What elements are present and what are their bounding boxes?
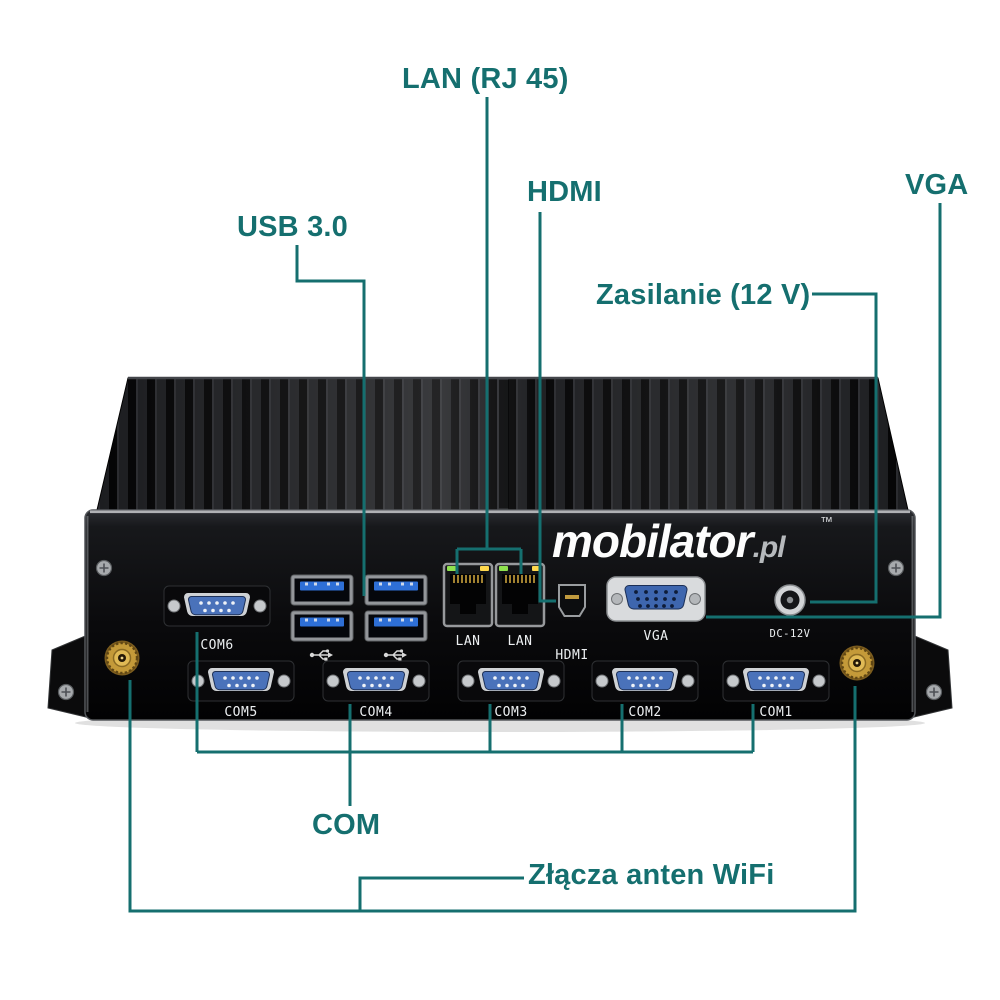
callout-label-usb: USB 3.0 <box>237 211 348 243</box>
com1-port <box>722 660 830 702</box>
port-label-com3: COM3 <box>494 705 527 720</box>
hdmi-port <box>558 584 586 617</box>
com3-port <box>457 660 565 702</box>
port-label-com1: COM1 <box>759 705 792 720</box>
brand-name: mobilator <box>552 515 756 567</box>
mounting-ears <box>47 633 953 719</box>
svg-text:mobilator.pl: mobilator.pl <box>552 515 786 567</box>
panel-screw <box>95 559 113 577</box>
callout-label-hdmi: HDMI <box>527 176 602 208</box>
callout-line-lan <box>455 97 523 574</box>
callout-label-lan: LAN (RJ 45) <box>402 63 569 95</box>
port-label-hdmi: HDMI <box>555 648 588 663</box>
port-label-lan-right: LAN <box>508 634 533 649</box>
callout-line-com <box>195 632 755 806</box>
callout-label-wifi: Złącza anten WiFi <box>528 859 775 891</box>
port-label-com4: COM4 <box>359 705 392 720</box>
port-label-com5: COM5 <box>224 705 257 720</box>
callout-line-vga <box>706 203 942 619</box>
com2-port <box>591 660 699 702</box>
callout-label-power: Zasilanie (12 V) <box>596 279 811 311</box>
brand-trademark: ™ <box>820 514 833 529</box>
lan-port-left <box>442 562 494 628</box>
callout-label-com: COM <box>312 809 381 841</box>
callout-line-usb <box>295 245 366 596</box>
panel-screw <box>887 559 905 577</box>
wifi-antenna-connector-right <box>838 644 876 682</box>
callout-label-vga: VGA <box>905 169 969 201</box>
com6-port <box>163 585 271 627</box>
com5-port <box>187 660 295 702</box>
callout-line-hdmi <box>538 212 556 603</box>
port-label-lan-left: LAN <box>456 634 481 649</box>
com4-port <box>322 660 430 702</box>
port-label-dc: DC-12V <box>770 628 811 640</box>
dc-power-port <box>774 584 806 616</box>
port-label-vga: VGA <box>644 629 669 644</box>
brand-tld: .pl <box>753 531 787 564</box>
ear-screw <box>925 683 943 701</box>
brand-logo: mobilator.pl ™ <box>552 514 833 567</box>
wifi-antenna-connector-left <box>103 639 141 677</box>
callout-line-wifi <box>128 680 857 913</box>
heatsink <box>96 376 909 511</box>
ear-screw <box>57 683 75 701</box>
port-label-com2: COM2 <box>628 705 661 720</box>
port-label-com6: COM6 <box>200 638 233 653</box>
callout-line-power <box>810 292 878 604</box>
vga-port <box>606 576 706 622</box>
callout-lines <box>128 97 942 913</box>
